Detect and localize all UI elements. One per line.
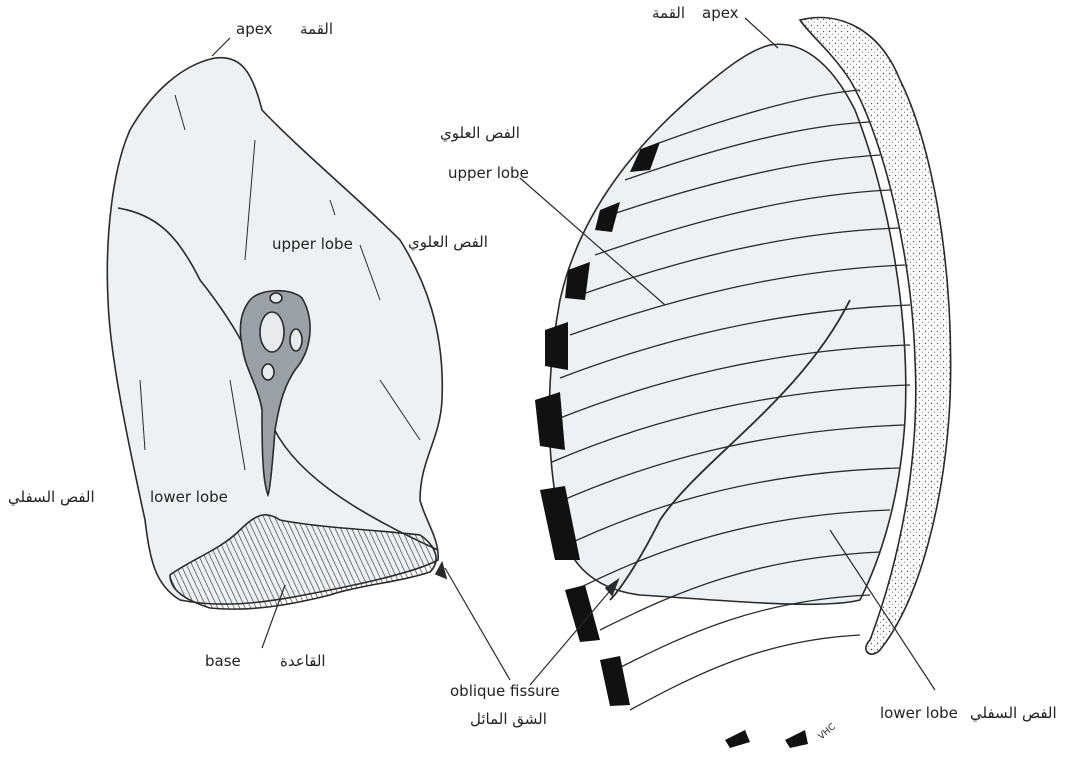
lower-lobe-label-en-right: lower lobe [880,706,958,721]
oblique-fissure-label-ar: الشق المائل [470,712,547,727]
fissure-leader-left [445,568,510,680]
lower-lobe-label-ar-right: الفص السفلي [970,706,1057,721]
apex-label-en-right: apex [702,6,739,21]
apex-label-ar-left: القمة [300,22,333,37]
apex-leader-right [745,18,778,48]
apex-leader-left [212,38,230,56]
lower-lobe-label-ar-left: الفص السفلي [8,490,95,505]
base-label-en: base [205,654,241,669]
upper-lobe-label-en-left: upper lobe [272,237,353,252]
base-label-ar: القاعدة [280,654,326,669]
upper-lobe-label-en-right: upper lobe [448,166,529,181]
right-figure-drawing [520,18,951,749]
oblique-fissure-label-en: oblique fissure [450,684,560,699]
apex-label-en-left: apex [236,22,273,37]
upper-lobe-label-ar-left: الفص العلوي [408,235,488,250]
upper-lobe-label-ar-right: الفص العلوي [440,126,520,141]
lower-lobe-label-en-left: lower lobe [150,490,228,505]
apex-label-ar-right: القمة [652,6,685,21]
